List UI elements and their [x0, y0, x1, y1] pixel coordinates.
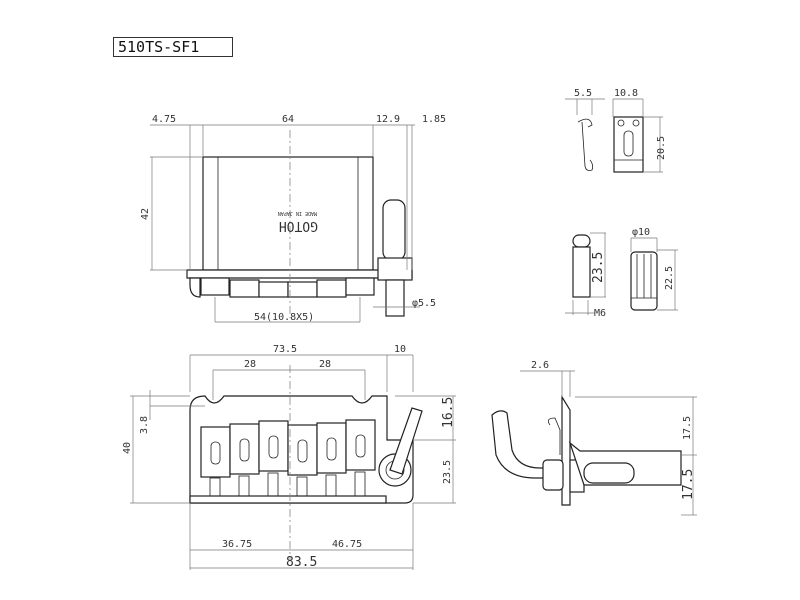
arm-lower: [385, 279, 405, 317]
dim-20-5: 20.5: [656, 136, 667, 160]
dim-23-5-screw: 23.5: [591, 252, 606, 283]
dim-10-8: 10.8: [614, 88, 638, 99]
dim-40: 40: [122, 442, 133, 454]
dim-17-5-upper: 17.5: [682, 416, 693, 440]
dim-64: 64: [282, 114, 294, 125]
dim-54: 54(10.8X5): [254, 312, 314, 323]
dim-42: 42: [140, 208, 151, 220]
saddles-top: [200, 277, 375, 298]
saddle-detail: [613, 116, 644, 173]
front-view: 73.5 10 28 28 40 3.8 16.5 23.5 36.75 46.…: [122, 344, 456, 570]
dim-dia-10: φ10: [632, 227, 650, 238]
dim-23-5: 23.5: [442, 460, 453, 484]
dim-4-75: 4.75: [152, 114, 176, 125]
springs: [209, 471, 366, 497]
dim-10: 10: [394, 344, 406, 355]
bridge-block-top: [202, 156, 374, 271]
dim-12-9: 12.9: [376, 114, 400, 125]
made-in-japan: MADE IN JAPAN: [278, 210, 317, 216]
dim-17-5-lower: 17.5: [681, 469, 696, 500]
dim-22-5: 22.5: [664, 266, 675, 290]
saddle-slots: [210, 434, 366, 465]
dim-5-5: 5.5: [574, 88, 592, 99]
dim-28-right: 28: [319, 359, 331, 370]
dim-83-5: 83.5: [286, 555, 317, 570]
height-screw: [572, 234, 591, 248]
dim-arm-dia: φ5.5: [412, 298, 436, 309]
plate-side: [561, 394, 571, 506]
dim-73-5: 73.5: [273, 344, 297, 355]
drawing-title: 510TS-SF1: [113, 37, 233, 57]
spring-hook: [577, 118, 594, 171]
saddles-front: [200, 419, 376, 478]
top-view: GOTOH MADE IN JAPAN 4.75 64 12.9 1.85 42…: [140, 114, 446, 323]
dim-1-85: 1.85: [422, 114, 446, 125]
dim-m6: M6: [594, 308, 606, 319]
dim-28-left: 28: [244, 359, 256, 370]
dim-36-75: 36.75: [222, 539, 252, 550]
parts-details: 5.5 10.8 20.5 23.5 M6 φ10 22.5: [565, 88, 678, 319]
side-view: 2.6 17.5 17.5: [491, 360, 697, 516]
dim-16-5: 16.5: [441, 397, 456, 428]
dim-2-6: 2.6: [531, 360, 549, 371]
dim-46-75: 46.75: [332, 539, 362, 550]
arm-side: [491, 410, 549, 479]
gotoh-logo: GOTOH: [279, 218, 318, 233]
arm-stem: [382, 199, 406, 261]
tremolo-arm: [389, 407, 423, 475]
dim-3-8: 3.8: [139, 416, 150, 434]
